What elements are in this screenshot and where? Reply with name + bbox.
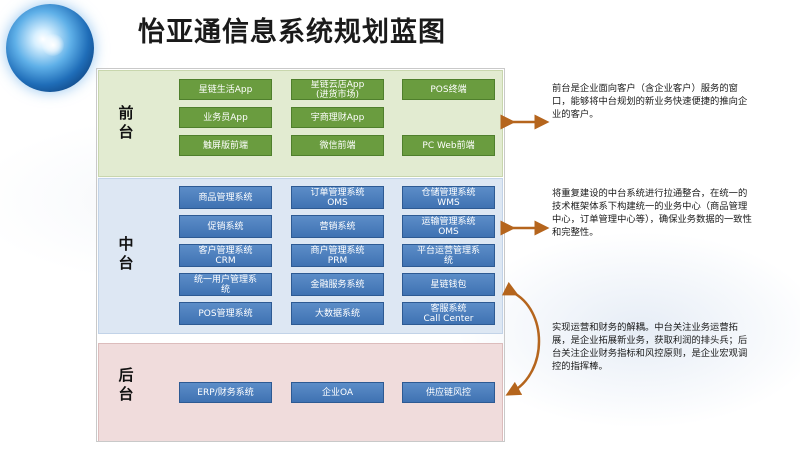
box-label: PC Web前端 bbox=[422, 140, 475, 151]
box-label: ERP/财务系统 bbox=[197, 387, 254, 398]
box-label: POS管理系统 bbox=[198, 308, 253, 319]
box-label: 星链钱包 bbox=[430, 279, 467, 290]
front-box-wechat-frontend[interactable]: 微信前端 bbox=[291, 135, 384, 156]
middle-description: 将重复建设的中台系统进行拉通整合，在统一的技术框架体系下构建统一的业务中心（商品… bbox=[552, 188, 752, 238]
middle-box-financial-services[interactable]: 金融服务系统 bbox=[291, 273, 384, 296]
front-layer-label: 前 台 bbox=[118, 104, 134, 141]
globe-flare bbox=[42, 34, 64, 56]
middle-box-prm[interactable]: 商户管理系统 PRM bbox=[291, 244, 384, 267]
box-label: POS终端 bbox=[430, 84, 467, 95]
middle-box-marketing[interactable]: 营销系统 bbox=[291, 215, 384, 238]
box-label: 企业OA bbox=[321, 387, 354, 398]
back-description: 实现运营和财务的解耦。中台关注业务运营拓展，是企业拓展新业务，获取利润的排头兵；… bbox=[552, 322, 748, 372]
middle-box-big-data[interactable]: 大数据系统 bbox=[291, 302, 384, 325]
box-label: 供应链风控 bbox=[425, 387, 471, 398]
middle-box-transport-oms[interactable]: 运输管理系统 OMS bbox=[402, 215, 495, 238]
middle-box-platform-ops[interactable]: 平台运营管理系 统 bbox=[402, 244, 495, 267]
box-label: 促销系统 bbox=[207, 221, 244, 232]
box-label: 仓储管理系统 WMS bbox=[421, 187, 476, 208]
box-label: 金融服务系统 bbox=[310, 279, 365, 290]
box-label: 微信前端 bbox=[319, 140, 356, 151]
middle-box-pos-mgmt[interactable]: POS管理系统 bbox=[179, 302, 272, 325]
front-box-cloud-store-app[interactable]: 星链云店App (进货市场) bbox=[291, 79, 384, 100]
back-box-erp-finance[interactable]: ERP/财务系统 bbox=[179, 382, 272, 403]
middle-box-product-mgmt[interactable]: 商品管理系统 bbox=[179, 186, 272, 209]
box-label: 大数据系统 bbox=[314, 308, 360, 319]
front-box-salesman-app[interactable]: 业务员App bbox=[179, 107, 272, 128]
box-label: 商品管理系统 bbox=[198, 192, 253, 203]
box-label: 客服系统 Call Center bbox=[423, 303, 474, 324]
globe-logo-icon bbox=[6, 4, 94, 92]
front-box-touchscreen-frontend[interactable]: 触屏版前端 bbox=[179, 135, 272, 156]
box-label: 营销系统 bbox=[319, 221, 356, 232]
middle-box-call-center[interactable]: 客服系统 Call Center bbox=[402, 302, 495, 325]
middle-layer-label: 中 台 bbox=[118, 235, 134, 272]
middle-box-crm[interactable]: 客户管理系统 CRM bbox=[179, 244, 272, 267]
middle-box-xinglian-wallet[interactable]: 星链钱包 bbox=[402, 273, 495, 296]
box-label: 触屏版前端 bbox=[202, 140, 248, 151]
box-label: 平台运营管理系 统 bbox=[416, 245, 480, 266]
front-box-yushang-finance-app[interactable]: 宇商理财App bbox=[291, 107, 384, 128]
back-layer-label: 后 台 bbox=[118, 366, 134, 403]
box-label: 统一用户管理系 统 bbox=[193, 274, 257, 295]
box-label: 订单管理系统 OMS bbox=[310, 187, 365, 208]
box-label: 星链云店App (进货市场) bbox=[310, 79, 365, 100]
box-label: 商户管理系统 PRM bbox=[310, 245, 365, 266]
box-label: 业务员App bbox=[203, 112, 248, 123]
front-box-pos-terminal[interactable]: POS终端 bbox=[402, 79, 495, 100]
box-label: 星链生活App bbox=[198, 84, 253, 95]
back-box-supply-chain-risk[interactable]: 供应链风控 bbox=[402, 382, 495, 403]
middle-box-promotion[interactable]: 促销系统 bbox=[179, 215, 272, 238]
front-box-pc-web-frontend[interactable]: PC Web前端 bbox=[402, 135, 495, 156]
middle-box-order-mgmt-oms[interactable]: 订单管理系统 OMS bbox=[291, 186, 384, 209]
page-title: 怡亚通信息系统规划蓝图 bbox=[138, 17, 446, 48]
box-label: 客户管理系统 CRM bbox=[198, 245, 253, 266]
front-box-xinglian-life-app[interactable]: 星链生活App bbox=[179, 79, 272, 100]
back-box-enterprise-oa[interactable]: 企业OA bbox=[291, 382, 384, 403]
middle-box-unified-user[interactable]: 统一用户管理系 统 bbox=[179, 273, 272, 296]
box-label: 运输管理系统 OMS bbox=[421, 216, 476, 237]
front-description: 前台是企业面向客户（含企业客户）服务的窗口，能够将中台规划的新业务快速便捷的推向… bbox=[552, 83, 748, 120]
box-label: 宇商理财App bbox=[310, 112, 365, 123]
middle-box-warehouse-wms[interactable]: 仓储管理系统 WMS bbox=[402, 186, 495, 209]
